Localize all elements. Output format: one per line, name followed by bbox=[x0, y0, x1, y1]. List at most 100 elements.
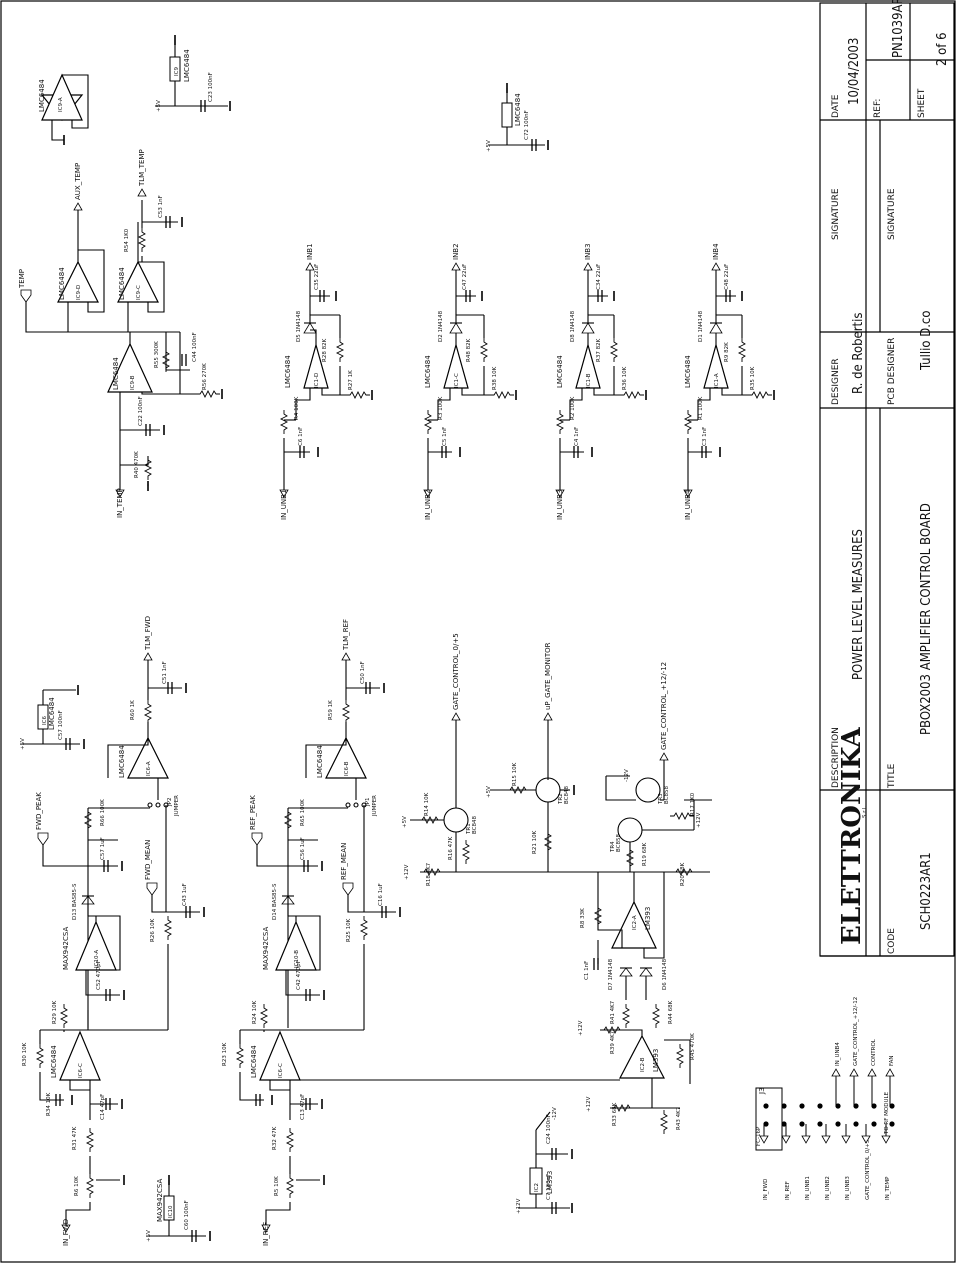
title-value: PBOX2003 AMPLIFIER CONTROL BOARD bbox=[919, 503, 934, 735]
ic2a-ref: IC2-A bbox=[632, 915, 638, 930]
ic1c-ref: IC1-C bbox=[454, 373, 460, 388]
d14-label: D14 BAS85-S bbox=[272, 883, 278, 920]
c44-label: C44 100nF bbox=[192, 332, 198, 362]
net-in-unb3: IN_UNB3 bbox=[556, 490, 564, 520]
r48-label: R48 82K bbox=[466, 338, 472, 362]
j3-left-pin-label: IN_REF bbox=[785, 1181, 791, 1200]
net-up-gate-monitor: uP_GATE_MONITOR bbox=[544, 642, 552, 710]
ic9d-ref: IC9-D bbox=[76, 285, 82, 300]
date-value: 10/04/2003 bbox=[847, 38, 862, 105]
date-label: DATE bbox=[831, 94, 841, 118]
j3-left-pin-label: IN_UNB3 bbox=[845, 1176, 851, 1200]
c47-label: C47 22uF bbox=[462, 264, 468, 290]
signature-label-1: SIGNATURE bbox=[831, 188, 841, 240]
ic6-power-part: LMC6484 bbox=[48, 697, 56, 730]
c72-label: C72 100nF bbox=[524, 110, 530, 140]
r20-label: R20 68K bbox=[680, 862, 686, 886]
r17-label: R17 1K0 bbox=[690, 792, 696, 816]
temperature-section: LMC6484 IC9-A LMC6484 IC9 +5V C23 100nF … bbox=[18, 34, 549, 518]
d8-label: D8 1N4148 bbox=[570, 310, 576, 342]
r54-label: R54 1K0 bbox=[124, 228, 130, 252]
j3-left-pin-label: IN_UNB1 bbox=[805, 1176, 811, 1200]
r35-label: R35 10K bbox=[750, 366, 756, 390]
ic10a-ref: IC10-A bbox=[94, 950, 100, 968]
ic10-vcc: +5V bbox=[146, 1230, 152, 1242]
designer-label: DESIGNER bbox=[831, 358, 841, 405]
company-suffix: S.r.l. bbox=[862, 806, 868, 818]
c50-label: C50 1nF bbox=[360, 661, 366, 684]
tr4-ref: TR4 bbox=[610, 841, 616, 853]
r28-label: R28 82K bbox=[322, 338, 328, 362]
tr4-type: BC858 bbox=[616, 833, 622, 852]
j3-left-pin-label: GATE_CONTROL_0/+5 bbox=[865, 1139, 871, 1200]
r23-label: R23 10K bbox=[222, 1042, 228, 1066]
net-in-fwd: IN_FWD bbox=[62, 1219, 70, 1246]
ic6c-part: LMC6484 bbox=[50, 1045, 58, 1078]
j3-pin bbox=[781, 1121, 787, 1127]
r44-label: R44 68K bbox=[668, 1000, 674, 1024]
unbalance-channel-1: LMC6484 IC1-D D5 1N4148 INB1 C35 22uF R2… bbox=[279, 243, 373, 520]
j3-pin bbox=[817, 1121, 823, 1127]
net-fwd-peak: FWD_PEAK bbox=[35, 792, 43, 830]
r3-label: R3 100K bbox=[438, 396, 444, 420]
net-ref-peak: REF_PEAK bbox=[249, 795, 257, 830]
ic6a-part: LMC6484 bbox=[118, 745, 126, 778]
tr3-ref: TR3 bbox=[658, 793, 664, 805]
ic9b-ref: IC9-B bbox=[130, 375, 136, 390]
designer-value: R. de Robertis bbox=[851, 313, 866, 394]
sheet-value: 2 of 6 bbox=[935, 32, 950, 66]
ic9-vcc: +5V bbox=[156, 100, 162, 112]
r56-label: R56 270K bbox=[202, 363, 208, 390]
unbalance-channel-2: LMC6484 IC1-C D2 1N4148 INB2 C47 22uF R4… bbox=[423, 243, 517, 520]
ic9b-part: LMC6484 bbox=[112, 357, 120, 390]
r66-label: R66 100K bbox=[100, 799, 106, 826]
j3-pin bbox=[817, 1103, 823, 1109]
j3-ref: J3 bbox=[758, 1087, 766, 1095]
j3-part: FC-16P bbox=[756, 1126, 762, 1146]
ic1a-ref: IC1-A bbox=[714, 373, 720, 388]
net-temp: TEMP bbox=[18, 269, 26, 289]
r37-label: R37 82K bbox=[596, 338, 602, 362]
r18-label: R18 4K7 bbox=[426, 862, 432, 886]
ic9d-part: LMC6484 bbox=[58, 267, 66, 300]
code-value: SCH0223AR1 bbox=[919, 852, 934, 930]
ic9c-part: LMC6484 bbox=[118, 267, 126, 300]
ic10a-part: MAX942CSA bbox=[62, 927, 70, 970]
r38-label: R38 10K bbox=[492, 366, 498, 390]
unbalance-channel-4: LMC6484 IC1-A D1 1N4148 INB4 C48 22uF R9… bbox=[683, 243, 775, 520]
c14-label: C14 47pF bbox=[100, 1094, 106, 1120]
r55-label: R55 300K bbox=[154, 341, 160, 368]
ic1a-part: LMC6484 bbox=[684, 355, 692, 388]
r59-label: R59 1K bbox=[328, 700, 334, 720]
j3-pin bbox=[799, 1103, 805, 1109]
net-in-unb4: IN_UNB4 bbox=[684, 489, 692, 520]
net-in-unb2: IN_UNB2 bbox=[424, 490, 432, 520]
j3-pin bbox=[871, 1121, 877, 1127]
ic1b-part: LMC6484 bbox=[556, 355, 564, 388]
title-label: TITLE bbox=[887, 763, 897, 789]
c6-label: C6 1nF bbox=[298, 427, 304, 446]
net-in-unb1: IN_UNB1 bbox=[280, 490, 288, 520]
r2-label: R2 100K bbox=[570, 396, 576, 420]
d5-label: D5 1N4148 bbox=[296, 310, 302, 342]
c16-label: C16 1uF bbox=[378, 883, 384, 906]
unbalance-channel-3: LMC6484 IC1-B D8 1N4148 INB3 C34 22uF R3… bbox=[555, 243, 647, 520]
bus-vcc: +12V bbox=[404, 864, 410, 880]
c57-power-label: C57 100nF bbox=[58, 710, 64, 740]
c23-label: C23 100nF bbox=[208, 72, 214, 102]
c13-label: C13 47pF bbox=[300, 1094, 306, 1120]
d2-label: D2 1N4148 bbox=[438, 310, 444, 342]
r24-label: R24 10K bbox=[252, 1000, 258, 1024]
j3-pin bbox=[871, 1103, 877, 1109]
ic6-vcc: +5V bbox=[20, 738, 26, 750]
r1-label: R1 100K bbox=[698, 396, 704, 420]
r32-label: R32 47K bbox=[272, 1126, 278, 1150]
title-block bbox=[819, 2, 955, 957]
ic2-power-ref: IC2 bbox=[534, 1183, 540, 1192]
ic6b-part: LMC6484 bbox=[316, 745, 324, 778]
r40-label: R40 470K bbox=[134, 451, 140, 478]
net-in-temp: IN_TEMP bbox=[116, 488, 124, 518]
net-tlm-fwd: TLM_FWD bbox=[144, 616, 152, 651]
d13-label: D13 BAS85-S bbox=[72, 883, 78, 920]
